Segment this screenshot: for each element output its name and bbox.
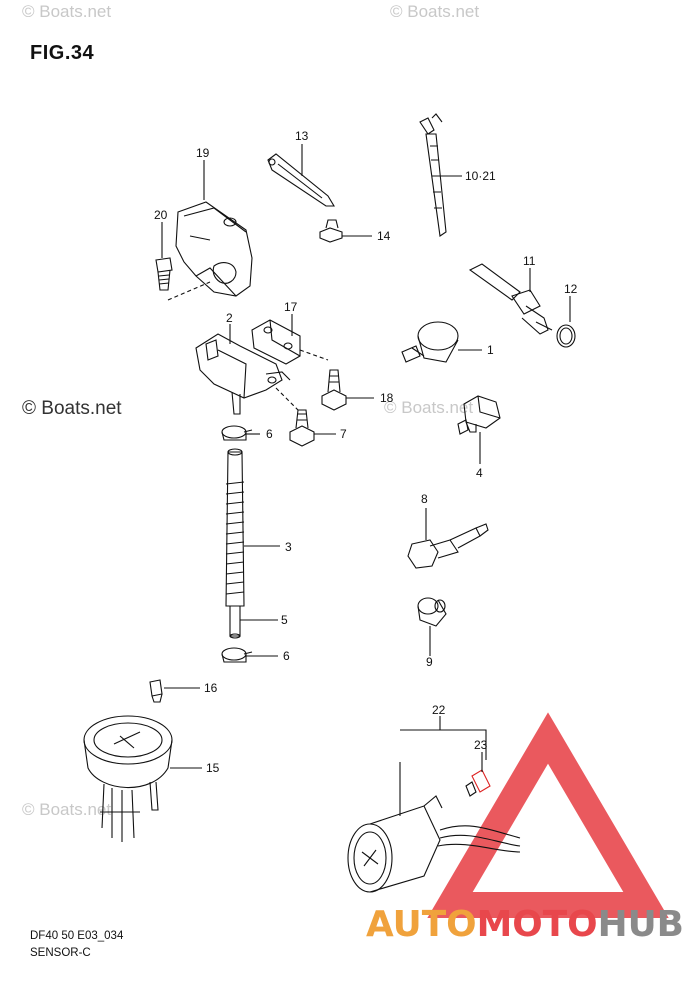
logo-moto: MOTO	[477, 904, 598, 945]
callout-4: 4	[476, 466, 483, 480]
callout-15: 15	[206, 761, 220, 775]
callout-13: 13	[295, 129, 309, 143]
part-16-bulb	[149, 679, 163, 703]
part-17-bracket	[251, 319, 301, 365]
callout-12: 12	[564, 282, 578, 296]
callout-9: 9	[426, 655, 433, 669]
logo-hub: HUB	[598, 904, 684, 945]
part-20-bolt	[155, 257, 173, 291]
callout-17: 17	[284, 300, 298, 314]
part-1-pressure-switch	[401, 321, 459, 363]
part-13-strap	[267, 153, 335, 207]
watermark-top-right: © Boats.net	[390, 2, 480, 21]
part-7-bolt	[289, 409, 315, 447]
part-6-clamp-lower	[221, 647, 253, 663]
part-15-gauge	[83, 715, 173, 842]
callout-22: 22	[432, 703, 446, 717]
part-8-connector	[407, 523, 489, 569]
callout-16: 16	[204, 681, 218, 695]
figure-code: DF40 50 E03_034	[30, 930, 124, 942]
part-9-grommet	[417, 597, 447, 627]
callout-11: 11	[523, 254, 536, 268]
callout-3: 3	[285, 540, 292, 554]
callout-8: 8	[421, 492, 428, 506]
part-12-o-ring	[556, 324, 576, 348]
watermark-bottom-left: © Boats.net	[22, 800, 112, 819]
callout-10-21: 10·21	[465, 169, 496, 183]
watermark-top-left: © Boats.net	[22, 2, 112, 21]
part-6-clamp-upper	[221, 425, 253, 441]
part-3-hose	[225, 448, 245, 607]
leader-22	[399, 729, 487, 816]
part-22-meter	[347, 795, 521, 893]
leader-20-dashed	[167, 281, 211, 301]
callout-20: 20	[154, 208, 168, 222]
callout-6-upper: 6	[266, 427, 273, 441]
callout-2: 2	[226, 311, 233, 325]
svg-text:AUTOMOTOHUB: AUTOMOTOHUB	[366, 904, 684, 945]
leader-7-dashed	[275, 387, 299, 411]
part-4-switch	[457, 395, 501, 435]
logo-auto: AUTO	[366, 904, 477, 945]
automotohub-wordmark: AUTOMOTOHUB	[366, 904, 684, 945]
figure-title: FIG.34	[30, 42, 95, 64]
part-10-21-cable-tie	[419, 113, 447, 237]
callout-7: 7	[340, 427, 347, 441]
callout-19: 19	[196, 146, 210, 160]
part-23-bulb	[465, 769, 491, 797]
watermark-main: © Boats.net	[22, 398, 122, 419]
watermark-mid-right: © Boats.net	[384, 398, 474, 417]
callout-1: 1	[487, 343, 494, 357]
callout-6-lower: 6	[283, 649, 290, 663]
automotohub-triangle-logo	[427, 712, 669, 918]
callout-5: 5	[281, 613, 288, 627]
part-2-sensor	[195, 333, 291, 415]
leader-17-dashed	[299, 349, 329, 361]
figure-section: SENSOR-C	[30, 947, 91, 959]
part-5-pipe	[229, 606, 241, 639]
part-11-sender	[468, 263, 553, 335]
part-19-sensor-cover	[175, 201, 253, 297]
part-14-bolt	[319, 219, 343, 243]
callout-23: 23	[474, 738, 488, 752]
callout-18: 18	[380, 391, 394, 405]
part-18-bolt	[321, 369, 347, 411]
callout-14: 14	[377, 229, 391, 243]
